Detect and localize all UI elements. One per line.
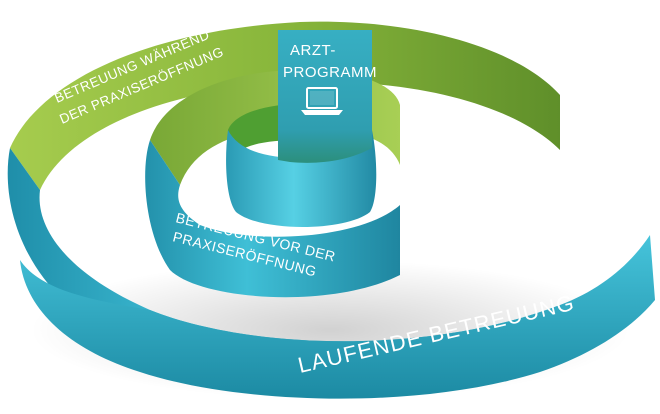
band-outer-back bbox=[10, 21, 560, 191]
band-outer-tail bbox=[20, 235, 655, 399]
box-label-line1: ARZT- bbox=[290, 42, 336, 59]
band-middle-front bbox=[145, 140, 400, 298]
laptop-icon bbox=[301, 87, 343, 115]
program-box bbox=[278, 30, 372, 163]
box-label-line2: PROGRAMM bbox=[283, 64, 377, 81]
